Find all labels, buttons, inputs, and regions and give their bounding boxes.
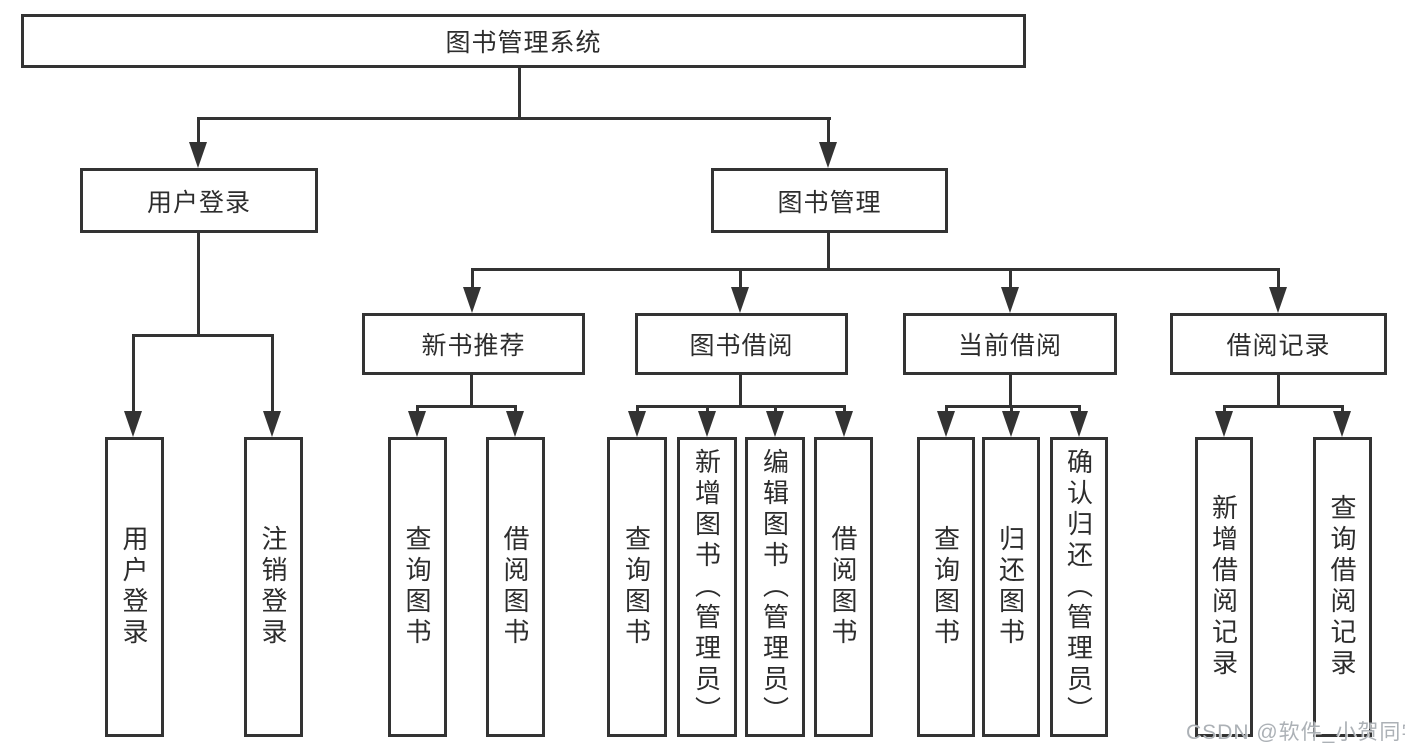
leaf-br-query-record: 查询借阅记录: [1313, 437, 1372, 737]
connector-line: [518, 66, 521, 119]
leaf-br-add-record: 新增借阅记录: [1195, 437, 1253, 737]
leaf-nb-borrow-books: 借阅图书: [486, 437, 545, 737]
node-user-login: 用户登录: [80, 168, 318, 233]
connector-line: [739, 268, 742, 293]
connector-line: [197, 117, 831, 120]
connector-line: [1277, 375, 1280, 408]
arrowhead-down: [819, 142, 837, 168]
connector-line: [271, 334, 274, 414]
leaf-logout: 注销登录: [244, 437, 303, 737]
arrowhead-down: [835, 411, 853, 437]
connector-line: [1223, 405, 1343, 408]
connector-line: [827, 117, 830, 150]
leaf-cb-query-books: 查询图书: [917, 437, 975, 737]
arrowhead-down: [1002, 411, 1020, 437]
connector-line: [1009, 375, 1012, 408]
node-new-book-recommendation: 新书推荐: [362, 313, 585, 375]
node-current-borrowing: 当前借阅: [903, 313, 1117, 375]
connector-line: [471, 268, 1279, 271]
arrowhead-down: [463, 287, 481, 313]
node-book-management: 图书管理: [711, 168, 948, 233]
leaf-nb-query-books: 查询图书: [388, 437, 447, 737]
connector-line: [1277, 268, 1280, 293]
connector-line: [132, 334, 274, 337]
connector-line: [132, 334, 135, 414]
connector-line: [471, 268, 474, 293]
leaf-bb-add-books-admin: 新增图书（管理员）: [677, 437, 737, 737]
arrowhead-down: [628, 411, 646, 437]
arrowhead-down: [189, 142, 207, 168]
arrowhead-down: [731, 287, 749, 313]
leaf-bb-query-books: 查询图书: [607, 437, 667, 737]
connector-line: [416, 405, 517, 408]
arrowhead-down: [1269, 287, 1287, 313]
leaf-bb-edit-books-admin: 编辑图书（管理员）: [745, 437, 805, 737]
node-borrowing-records: 借阅记录: [1170, 313, 1387, 375]
arrowhead-down: [263, 411, 281, 437]
arrowhead-down: [937, 411, 955, 437]
arrowhead-down: [1001, 287, 1019, 313]
arrowhead-down: [506, 411, 524, 437]
connector-line: [739, 375, 742, 408]
node-book-borrowing: 图书借阅: [635, 313, 848, 375]
arrowhead-down: [124, 411, 142, 437]
connector-line: [197, 117, 200, 150]
arrowhead-down: [408, 411, 426, 437]
leaf-cb-return-books: 归还图书: [982, 437, 1040, 737]
watermark: CSDN @软件_小贺同学: [1186, 721, 1405, 744]
arrowhead-down: [766, 411, 784, 437]
connector-line: [470, 375, 473, 408]
arrowhead-down: [1215, 411, 1233, 437]
arrowhead-down: [698, 411, 716, 437]
connector-line: [197, 233, 200, 337]
connector-line: [1009, 268, 1012, 293]
leaf-bb-borrow-books: 借阅图书: [814, 437, 873, 737]
leaf-user-login: 用户登录: [105, 437, 164, 737]
leaf-cb-confirm-return-admin: 确认归还（管理员）: [1050, 437, 1108, 737]
connector-line: [827, 233, 830, 271]
connector-line: [636, 405, 845, 408]
node-library-management-system: 图书管理系统: [21, 14, 1026, 68]
arrowhead-down: [1070, 411, 1088, 437]
arrowhead-down: [1333, 411, 1351, 437]
